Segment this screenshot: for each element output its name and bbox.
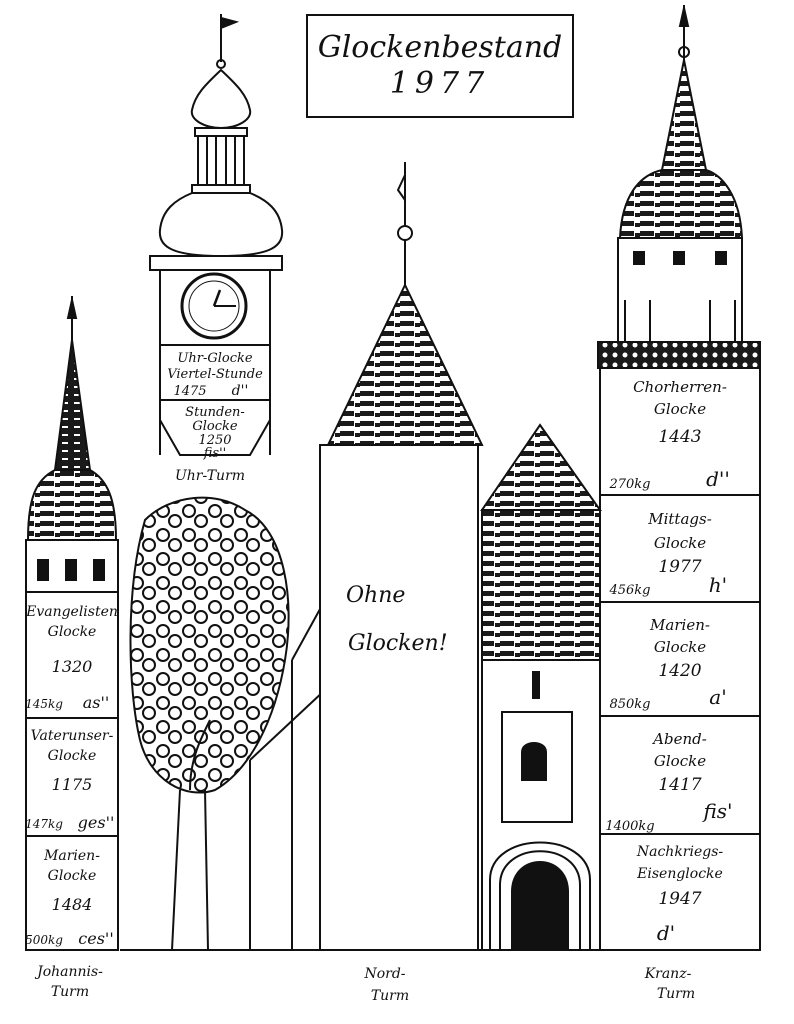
johannis-label-line2: Turm	[51, 984, 89, 1000]
kranz-bell5-tone: d'	[657, 921, 675, 945]
kranz-bell2-line1: Mittags-	[647, 510, 712, 528]
johannis-bell1-line1: Evangelisten	[25, 604, 118, 620]
kranz-label-line1: Kranz-	[644, 966, 692, 982]
johannis-bell3-line2: Glocke	[48, 868, 97, 884]
kranz-bell4-line1: Abend-	[651, 730, 707, 748]
gatehouse	[480, 423, 602, 951]
kranz-bell2-tone: h'	[709, 573, 727, 597]
uhr-bell2-year: 1250	[198, 433, 231, 448]
title-text: Glockenbestand	[317, 30, 563, 65]
johannis-bell2-tone: ges''	[78, 813, 115, 832]
kranz-bell3-year: 1420	[658, 661, 701, 681]
title-year: 1977	[389, 66, 491, 101]
kranz-bell5-line1: Nachkriegs-	[636, 844, 724, 860]
johannis-bell3-weight: 500kg	[25, 933, 63, 947]
johannis-bell2-line1: Vaterunser-	[31, 728, 114, 744]
uhr-bell2-tone: fis''	[203, 446, 227, 461]
johannis-bell2-line2: Glocke	[48, 748, 97, 764]
kranz-bell1-line2: Glocke	[654, 400, 706, 418]
kranz-bell4-tone: fis'	[701, 799, 732, 823]
kranz-turm	[597, 5, 761, 951]
kranz-bell4-line2: Glocke	[654, 752, 706, 770]
johannis-bell3-tone: ces''	[78, 929, 113, 948]
johannis-bell1-line2: Glocke	[48, 624, 97, 640]
uhr-bell2-line2: Glocke	[192, 419, 238, 434]
johannis-bell2-year: 1175	[52, 775, 93, 794]
kranz-bell1-line1: Chorherren-	[633, 378, 727, 396]
uhr-bell2-line1: Stunden-	[185, 405, 245, 420]
uhr-turm-label: Uhr-Turm	[175, 468, 245, 484]
nord-note-line2: Glocken!	[348, 631, 448, 656]
kranz-bell3-weight: 850kg	[609, 697, 650, 712]
kranz-bell5-year: 1947	[658, 889, 701, 909]
kranz-bell2-year: 1977	[658, 557, 701, 577]
uhr-bell1-line2: Viertel-Stunde	[167, 367, 263, 382]
uhr-bell1-tone: d''	[232, 383, 249, 399]
nord-label-line2: Turm	[371, 988, 409, 1004]
johannis-bell3-year: 1484	[52, 895, 93, 914]
nord-turm	[319, 162, 484, 951]
kranz-bell3-line2: Glocke	[654, 638, 706, 656]
johannis-turm	[25, 296, 119, 951]
kranz-bell4-weight: 1400kg	[605, 819, 654, 834]
kranz-bell1-tone: d''	[706, 467, 730, 491]
tree	[129, 496, 290, 951]
kranz-bell2-line2: Glocke	[654, 534, 706, 552]
johannis-bell2-weight: 147kg	[25, 817, 63, 831]
johannis-bell1-weight: 145kg	[25, 697, 63, 711]
kranz-bell3-tone: a'	[709, 685, 726, 709]
kranz-bell2-weight: 456kg	[608, 583, 650, 598]
johannis-bell3-line1: Marien-	[43, 848, 100, 864]
nord-note-line1: Ohne	[346, 583, 405, 608]
kranz-bell4-year: 1417	[658, 775, 701, 795]
kranz-bell3-line1: Marien-	[649, 616, 710, 634]
title-box: Glockenbestand 1977	[306, 14, 574, 118]
kranz-bell1-weight: 270kg	[608, 477, 650, 492]
nord-label-line1: Nord-	[363, 966, 405, 982]
uhr-turm	[149, 14, 284, 456]
kranz-bell5-line2: Eisenglocke	[636, 866, 723, 882]
clock-face	[180, 272, 248, 340]
kranz-bell1-year: 1443	[658, 427, 701, 447]
uhr-bell1-year: 1475	[173, 384, 206, 399]
uhr-bell1-line1: Uhr-Glocke	[177, 351, 252, 366]
johannis-bell1-tone: as''	[83, 693, 110, 712]
kranz-label-line2: Turm	[657, 986, 695, 1002]
johannis-bell1-year: 1320	[52, 657, 93, 676]
johannis-label-line1: Johannis-	[34, 964, 103, 980]
